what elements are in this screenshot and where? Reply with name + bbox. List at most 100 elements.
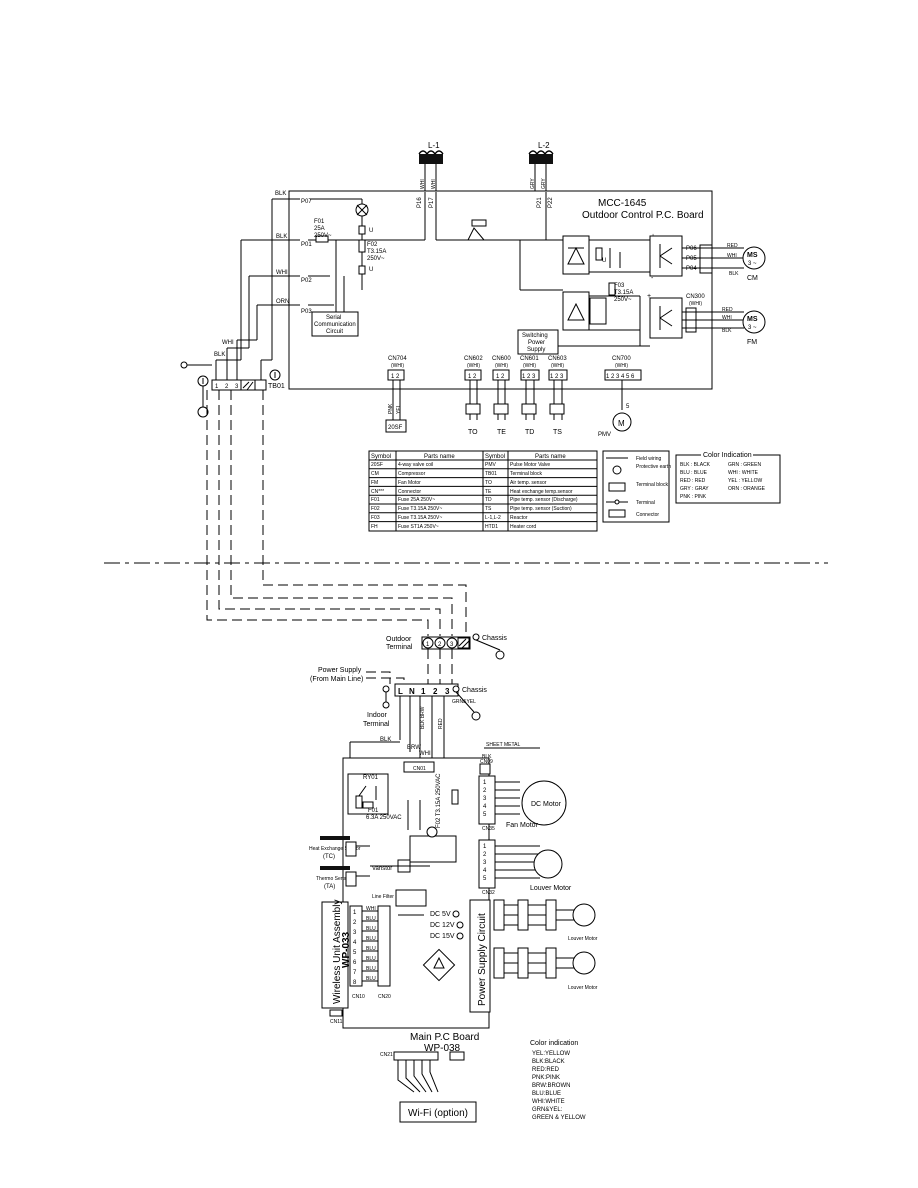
svg-text:CN601: CN601 [520, 356, 539, 362]
svg-text:2: 2 [483, 852, 487, 858]
svg-text:BLK:BLACK: BLK:BLACK [532, 1059, 565, 1065]
svg-text:WHI: WHI [420, 179, 426, 189]
svg-text:Power Supply Circuit: Power Supply Circuit [477, 913, 488, 1006]
svg-text:1: 1 [215, 384, 219, 390]
svg-text:(WHI): (WHI) [615, 363, 628, 369]
svg-text:CN32: CN32 [482, 890, 495, 896]
svg-text:F03: F03 [371, 515, 380, 521]
compressor-motor-icon [742, 246, 766, 270]
svg-text:BLU : BLUE: BLU : BLUE [680, 470, 708, 476]
svg-text:1 2: 1 2 [468, 374, 477, 380]
svg-text:250V~: 250V~ [314, 233, 332, 239]
svg-text:PNK: PNK [388, 403, 394, 414]
svg-text:P02: P02 [301, 278, 312, 284]
svg-text:Symbol: Symbol [485, 454, 505, 460]
svg-text:BLU: BLU [366, 966, 376, 972]
svg-text:250V~: 250V~ [614, 297, 632, 303]
svg-text:P05: P05 [686, 256, 697, 262]
svg-text:GRN : GREEN: GRN : GREEN [728, 462, 761, 468]
svg-text:25A: 25A [314, 226, 325, 232]
svg-text:Color indication: Color indication [530, 1040, 578, 1047]
field-wiring [206, 390, 467, 636]
svg-text:F01: F01 [314, 219, 325, 225]
svg-text:1 2 3: 1 2 3 [550, 374, 564, 380]
svg-text:ORN: ORN [276, 299, 289, 305]
svg-text:GRN&YEL:: GRN&YEL: [532, 1107, 563, 1113]
svg-text:P01: P01 [301, 242, 312, 248]
outdoor-unit-diagram: L-1 WHI WHI L-2 GRY GRY MCC-1645 Outdoor… [180, 141, 781, 532]
svg-text:Fuse ST1A 250V~: Fuse ST1A 250V~ [398, 524, 439, 530]
svg-text:U: U [369, 267, 373, 273]
svg-text:1: 1 [483, 844, 487, 850]
svg-text:4: 4 [353, 940, 357, 946]
svg-text:CN603: CN603 [548, 356, 567, 362]
louver-motor-small-2: Louver Motor [493, 947, 598, 991]
svg-text:(WHI): (WHI) [689, 301, 702, 307]
dc-motor-icon [521, 780, 567, 826]
svg-text:CN600: CN600 [492, 356, 511, 362]
svg-text:Power: Power [528, 340, 545, 346]
svg-text:WHI:WHITE: WHI:WHITE [532, 1099, 565, 1105]
svg-text:2: 2 [483, 788, 487, 794]
wireless-unit-assembly: Wireless Unit Assembly WP-033 1 2 3 4 5 … [321, 900, 391, 1025]
svg-text:WHI: WHI [722, 315, 732, 321]
svg-text:Fan Motor: Fan Motor [506, 822, 539, 829]
svg-text:2: 2 [353, 920, 357, 926]
power-supply-circuit [469, 899, 491, 1013]
svg-text:Line Filter: Line Filter [372, 894, 394, 900]
svg-text:F01: F01 [368, 808, 379, 814]
svg-text:GRY: GRY [530, 178, 536, 189]
svg-text:P03: P03 [301, 309, 312, 315]
svg-text:Supply: Supply [527, 347, 545, 353]
svg-text:L-1,L-2: L-1,L-2 [485, 515, 501, 521]
svg-text:RED: RED [727, 243, 738, 249]
svg-text:RED:RED: RED:RED [532, 1067, 560, 1073]
svg-text:Fuse 25A 250V~: Fuse 25A 250V~ [398, 497, 435, 503]
svg-text:1: 1 [353, 910, 357, 916]
svg-text:Air temp. sensor: Air temp. sensor [510, 480, 547, 486]
svg-text:3: 3 [483, 860, 487, 866]
svg-text:Communication: Communication [314, 322, 356, 328]
svg-text:PNK : PINK: PNK : PINK [680, 494, 707, 500]
svg-text:P21: P21 [537, 197, 543, 208]
thermo-sensor: Thermo Sensor (TA) [316, 866, 370, 890]
svg-text:Parts name: Parts name [424, 454, 455, 460]
svg-text:TE: TE [497, 429, 506, 436]
connector-cn603: CN603 (WHI) 1 2 3 TS [548, 356, 568, 436]
svg-text:Color Indication: Color Indication [703, 452, 752, 459]
svg-text:L: L [398, 687, 403, 696]
serial-communication-circuit [311, 311, 359, 337]
svg-text:2: 2 [433, 687, 438, 696]
svg-text:M: M [618, 419, 625, 428]
switching-power-supply [517, 329, 559, 355]
svg-text:TB01: TB01 [268, 383, 285, 390]
svg-text:BLK: BLK [380, 737, 391, 743]
svg-text:1: 1 [426, 642, 430, 648]
svg-text:L-2: L-2 [538, 141, 550, 150]
svg-text:P22: P22 [548, 197, 554, 208]
svg-text:CN01: CN01 [413, 766, 426, 772]
svg-text:ORN : ORANGE: ORN : ORANGE [728, 486, 766, 492]
indoor-terminal-block: L N 1 2 3 Chassis GRN&YEL Indoor Termina… [363, 683, 487, 728]
svg-text:Symbol: Symbol [371, 454, 391, 460]
svg-text:Parts name: Parts name [535, 454, 566, 460]
connector-cn704: CN704 (WHI) 1 2 PNK YEL 20SF [385, 356, 407, 433]
svg-text:CN11: CN11 [330, 1019, 343, 1025]
svg-text:(WHI): (WHI) [467, 363, 480, 369]
svg-text:RED : RED: RED : RED [680, 478, 706, 484]
svg-text:SHEET METAL: SHEET METAL [486, 742, 520, 748]
svg-text:BLK: BLK [482, 754, 492, 760]
svg-text:F02 T3.15A 250VAC: F02 T3.15A 250VAC [436, 773, 442, 828]
svg-text:Terminal: Terminal [636, 500, 655, 506]
svg-text:FM: FM [747, 339, 757, 346]
svg-text:6.3A 250VAC: 6.3A 250VAC [366, 815, 402, 821]
svg-text:20SF: 20SF [371, 462, 383, 468]
svg-text:Wi-Fi (option): Wi-Fi (option) [408, 1108, 468, 1119]
svg-text:3: 3 [353, 930, 357, 936]
svg-text:Terminal block: Terminal block [510, 471, 542, 477]
svg-text:4: 4 [483, 868, 487, 874]
svg-text:Pipe temp. sensor (Suction): Pipe temp. sensor (Suction) [510, 506, 572, 512]
svg-text:20SF: 20SF [388, 425, 403, 431]
svg-text:FH: FH [371, 524, 378, 530]
svg-text:(WHI): (WHI) [551, 363, 564, 369]
